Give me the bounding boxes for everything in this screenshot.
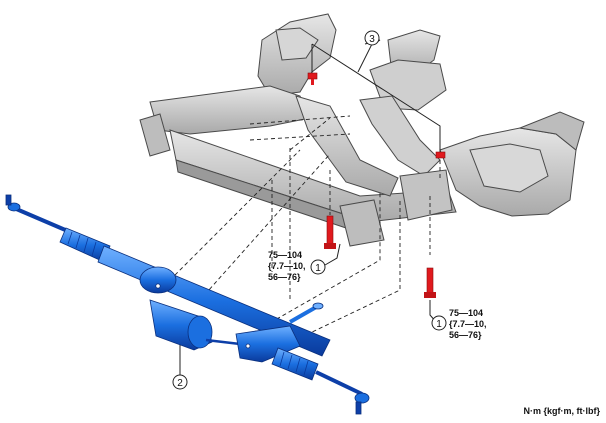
callout-1-right: 1 (431, 315, 447, 331)
steering-gear-assembly (5, 194, 370, 415)
svg-text:56—76}: 56—76} (268, 272, 301, 282)
callout-2: 2 (172, 374, 188, 390)
svg-text:{7.7—10,: {7.7—10, (268, 261, 306, 271)
callout-1-left: 1 (310, 259, 326, 275)
svg-text:1: 1 (315, 263, 321, 274)
svg-text:3: 3 (369, 34, 375, 45)
bolt-lower-right (424, 267, 436, 298)
torque-spec-left: 75—104 {7.7—10, 56—76} (268, 250, 306, 282)
svg-text:56—76}: 56—76} (449, 330, 482, 340)
callout-3: 3 (364, 30, 380, 46)
svg-text:2: 2 (177, 378, 183, 389)
bolt-upper-right (435, 151, 446, 159)
svg-text:75—104: 75—104 (268, 250, 302, 260)
svg-text:1: 1 (436, 319, 442, 330)
bolt-upper-left (307, 72, 318, 85)
bolt-lower-center (324, 215, 336, 249)
svg-text:75—104: 75—104 (449, 308, 483, 318)
torque-spec-right: 75—104 {7.7—10, 56—76} (449, 308, 487, 340)
front-subframe (139, 13, 585, 247)
units-note: N·m {kgf·m, ft·lbf} (524, 406, 601, 416)
svg-text:{7.7—10,: {7.7—10, (449, 319, 487, 329)
